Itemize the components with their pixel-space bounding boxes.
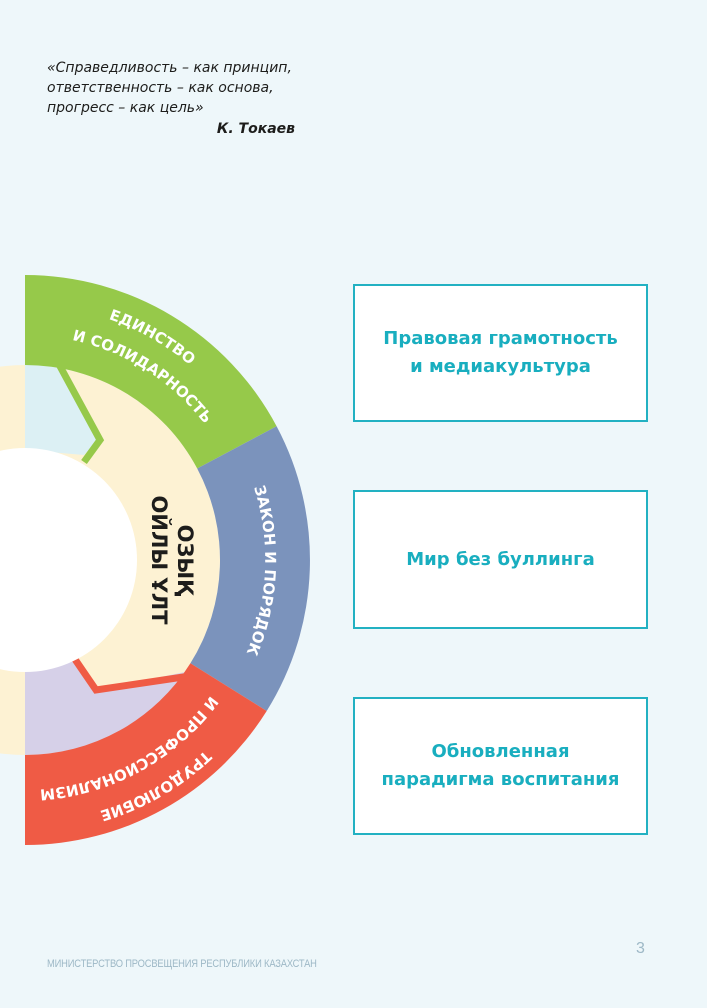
center-title-line-1: ОЗЫҚ xyxy=(173,525,197,597)
box-upbringing-paradigm: Обновленная парадигма воспитания xyxy=(353,697,648,835)
red-chevron xyxy=(67,650,191,694)
footer-ministry: МИНИСТЕРСТВО ПРОСВЕЩЕНИЯ РЕСПУБЛИКИ КАЗА… xyxy=(47,958,317,970)
light-blue-segment xyxy=(25,360,98,455)
box-legal-literacy: Правовая грамотность и медиакультура xyxy=(353,284,648,422)
green-chevron xyxy=(51,355,105,465)
box-line: парадигма воспитания xyxy=(381,769,620,790)
quote-line: прогресс – как цель» xyxy=(47,100,204,116)
sector-law xyxy=(190,426,310,711)
page-number: 3 xyxy=(636,940,645,957)
box-line: Обновленная xyxy=(431,741,570,762)
center-title-line-2: ОЙЛЫ ҰЛТ xyxy=(147,496,172,626)
quote-author: К. Токаев xyxy=(216,121,295,137)
box-line: Правовая грамотность xyxy=(383,328,618,349)
box-no-bullying: Мир без буллинга xyxy=(353,490,648,629)
quote-line: «Справедливость – как принцип, xyxy=(47,60,292,76)
quote: «Справедливость – как принцип, ответстве… xyxy=(47,58,307,118)
white-core xyxy=(0,448,137,672)
sector-unity xyxy=(25,275,277,469)
sector-labor xyxy=(25,663,267,845)
quote-line: ответственность – как основа, xyxy=(47,80,274,96)
box-line: Мир без буллинга xyxy=(406,548,595,570)
lavender-segment xyxy=(25,655,185,756)
box-line: и медиакультура xyxy=(410,356,591,377)
